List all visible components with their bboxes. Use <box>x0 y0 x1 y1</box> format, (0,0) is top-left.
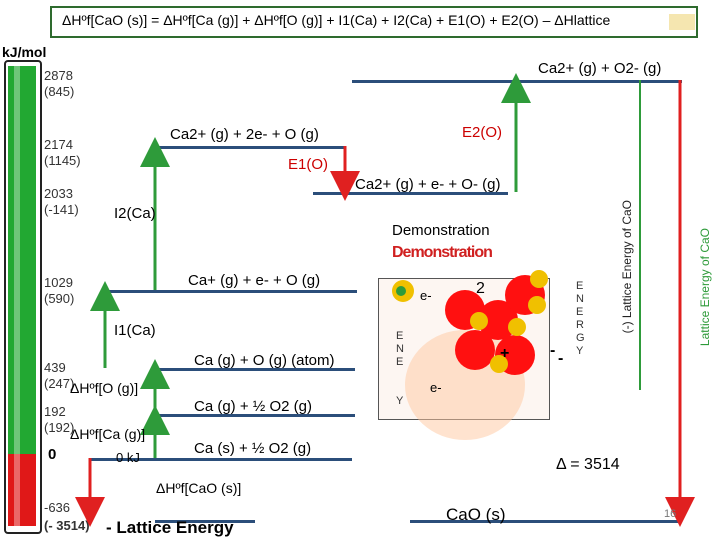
demo-title: Demonstration <box>392 222 490 239</box>
level-439-paren: (247) <box>44 376 75 391</box>
energy-letters: E N E R G Y <box>576 280 585 358</box>
label-hf-ca: ΔHºf[Ca (g)] <box>70 426 146 442</box>
label-zero-kj: 0 kJ <box>116 450 140 465</box>
thermometer-green <box>8 66 36 454</box>
level-line-cao-right <box>410 520 680 523</box>
species-ca2-e-o-: Ca2+ (g) + e- + O- (g) <box>355 176 501 193</box>
species-ca-o-atom: Ca (g) + O (g) (atom) <box>194 352 335 369</box>
level-line-192 <box>155 414 355 417</box>
units-label: kJ/mol <box>2 44 47 60</box>
level-192-paren: (192) <box>44 420 75 435</box>
level-1029-paren: (590) <box>44 291 75 306</box>
delta-value: Δ = 3514 <box>556 456 620 473</box>
label-neg-lattice-vertical: (-) Lattice Energy of CaO <box>620 200 634 334</box>
ball-green-1 <box>396 286 406 296</box>
level-2878-value: 2878 <box>44 68 73 83</box>
label-hf-o: ΔHºf[O (g)] <box>70 380 139 396</box>
level-line-0 <box>90 458 352 461</box>
label-lattice-vertical: Lattice Energy of CaO <box>698 228 712 347</box>
label-e2: E2(O) <box>462 124 503 141</box>
level-1029-value: 1029 <box>44 275 73 290</box>
level-2033-paren: (-141) <box>44 202 79 217</box>
ball-ca-2 <box>470 312 488 330</box>
species-ca2-o2: Ca2+ (g) + O2- (g) <box>538 60 662 77</box>
demo-e-label-2: e- <box>430 380 442 395</box>
label-hf-cao: ΔHºf[CaO (s)] <box>156 480 242 496</box>
energy-letter: Y <box>576 345 584 357</box>
energy-letter: Y <box>396 395 404 407</box>
level-line-cao-left <box>155 520 255 523</box>
species-ca-plus-e-o: Ca+ (g) + e- + O (g) <box>188 272 321 289</box>
energy-letter: N <box>396 343 404 355</box>
level-cao-value: -636 <box>44 500 71 515</box>
demo-minus-2: - <box>558 350 564 367</box>
equation-box <box>50 6 698 38</box>
demo-plus: + <box>500 345 510 362</box>
energy-letter: G <box>576 332 585 344</box>
label-i2: I2(Ca) <box>114 205 156 222</box>
label-i1: I1(Ca) <box>114 322 156 339</box>
demo-two-label: 2 <box>476 280 485 297</box>
ball-ca-5 <box>528 296 546 314</box>
demo-e-label: e- <box>420 288 432 303</box>
species-ca-s-half-o2: Ca (s) + ½ O2 (g) <box>194 440 312 457</box>
lattice-highlight <box>669 14 695 30</box>
label-e1: E1(O) <box>288 156 329 173</box>
ball-o-4 <box>455 330 495 370</box>
level-439-value: 439 <box>44 360 66 375</box>
level-line-1029 <box>105 290 357 293</box>
species-cao-s: CaO (s) <box>446 505 506 524</box>
demo-overlay-text: Demonstration <box>392 244 493 261</box>
energy-letter: E <box>576 280 584 292</box>
level-line-2174 <box>155 146 345 149</box>
energy-letter: E <box>576 306 584 318</box>
energy-letter: N <box>576 293 584 305</box>
ball-ca-4 <box>490 355 508 373</box>
level-192-value: 192 <box>44 404 66 419</box>
slide-number: 16 <box>664 508 677 520</box>
level-2174-paren: (1145) <box>44 153 81 168</box>
species-ca2-2e-o: Ca2+ (g) + 2e- + O (g) <box>170 126 319 143</box>
level-0-value: 0 <box>48 446 57 463</box>
level-2174-value: 2174 <box>44 137 73 152</box>
label-lattice-energy: - Lattice Energy <box>106 518 234 537</box>
level-2878-paren: (845) <box>44 84 75 99</box>
level-line-2033 <box>313 192 508 195</box>
thermometer-red <box>8 454 36 526</box>
ball-ca-6 <box>530 270 548 288</box>
equation-text: ΔHºf[CaO (s)] = ΔHºf[Ca (g)] + ΔHºf[O (g… <box>62 12 611 28</box>
energy-letter: E <box>396 330 404 342</box>
level-2033-value: 2033 <box>44 186 73 201</box>
thermometer-shine <box>14 66 20 526</box>
level-line-439 <box>155 368 355 371</box>
energy-letter: R <box>576 319 584 331</box>
energy-letters-small: E N E Y <box>396 330 404 408</box>
species-ca-half-o2: Ca (g) + ½ O2 (g) <box>194 398 312 415</box>
demo-minus-1: - <box>550 342 556 359</box>
energy-letter: E <box>396 356 404 368</box>
ball-ca-3 <box>508 318 526 336</box>
